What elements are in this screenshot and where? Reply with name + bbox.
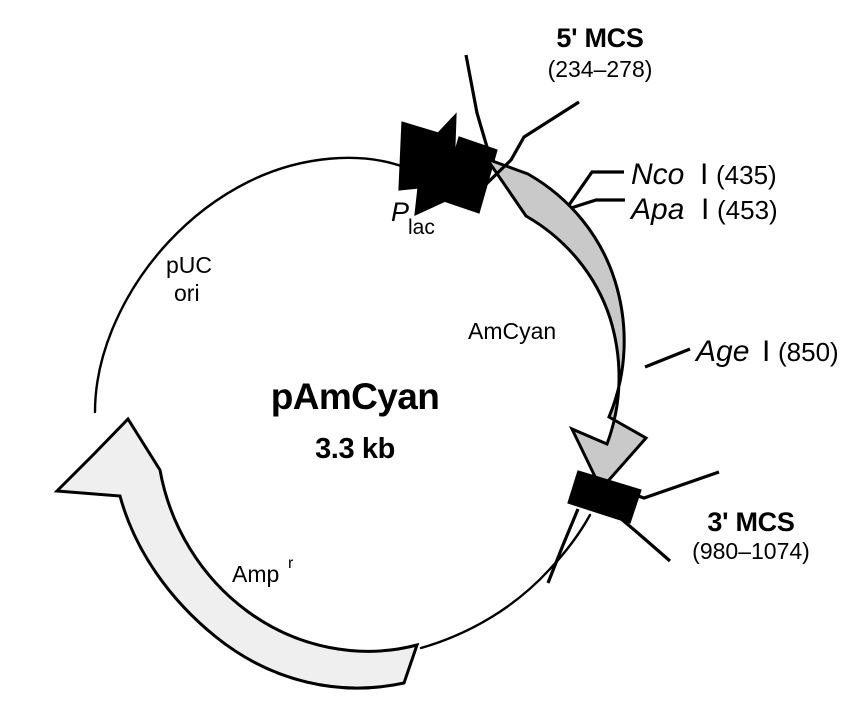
label-age-i-enzyme: Age <box>694 335 749 368</box>
label-apa-i-roman: I <box>701 193 709 226</box>
label-nco-i-roman: I <box>700 158 708 191</box>
label-puc-ori-line1: pUC <box>166 252 212 278</box>
backbone-arc-upper-left <box>93 156 406 414</box>
label-apa-i-position: (453) <box>717 195 778 225</box>
leader-nco-i <box>567 170 624 206</box>
label-apa-i-enzyme: Apa <box>629 193 684 226</box>
label-5prime-mcs-range: (234–278) <box>548 56 653 82</box>
label-plac-name: P <box>391 197 409 227</box>
leader-age-i <box>644 347 691 369</box>
leader-3prime-mcs-lowerleft <box>546 508 580 584</box>
label-nco-i: Nco I (435) <box>631 158 777 191</box>
label-nco-i-position: (435) <box>716 160 777 190</box>
plasmid-name: pAmCyan <box>271 376 440 417</box>
leader-5prime-mcs-right <box>478 100 580 192</box>
label-puc-ori-line2: ori <box>174 280 200 306</box>
label-5prime-mcs-name: 5' MCS <box>556 23 643 53</box>
label-amcyan: AmCyan <box>468 318 556 344</box>
feature-amcyan-arrow <box>483 155 649 492</box>
label-ampr: Amp r <box>232 555 294 587</box>
leader-3prime-mcs-lower <box>611 510 672 563</box>
label-3prime-mcs-range: (980–1074) <box>692 538 810 564</box>
label-3prime-mcs-name: 3' MCS <box>707 507 794 537</box>
label-plac: P lac <box>391 197 435 239</box>
label-ampr-superscript: r <box>288 555 294 572</box>
backbone-arc-lower-right <box>419 513 592 650</box>
leader-apa-i <box>570 198 625 210</box>
label-nco-i-enzyme: Nco <box>631 158 684 191</box>
feature-ampr-arrow <box>53 416 420 690</box>
feature-3prime-mcs-block <box>567 470 642 524</box>
plasmid-size: 3.3 kb <box>315 433 395 465</box>
label-ampr-name: Amp <box>232 561 279 587</box>
label-age-i-roman: I <box>762 335 770 368</box>
leader-3prime-mcs-upper <box>600 470 720 500</box>
label-plac-subscript: lac <box>408 216 435 239</box>
label-age-i: Age I (850) <box>694 335 839 368</box>
label-age-i-position: (850) <box>778 337 839 367</box>
label-apa-i: Apa I (453) <box>629 193 778 226</box>
leader-5prime-mcs-left <box>460 54 489 197</box>
